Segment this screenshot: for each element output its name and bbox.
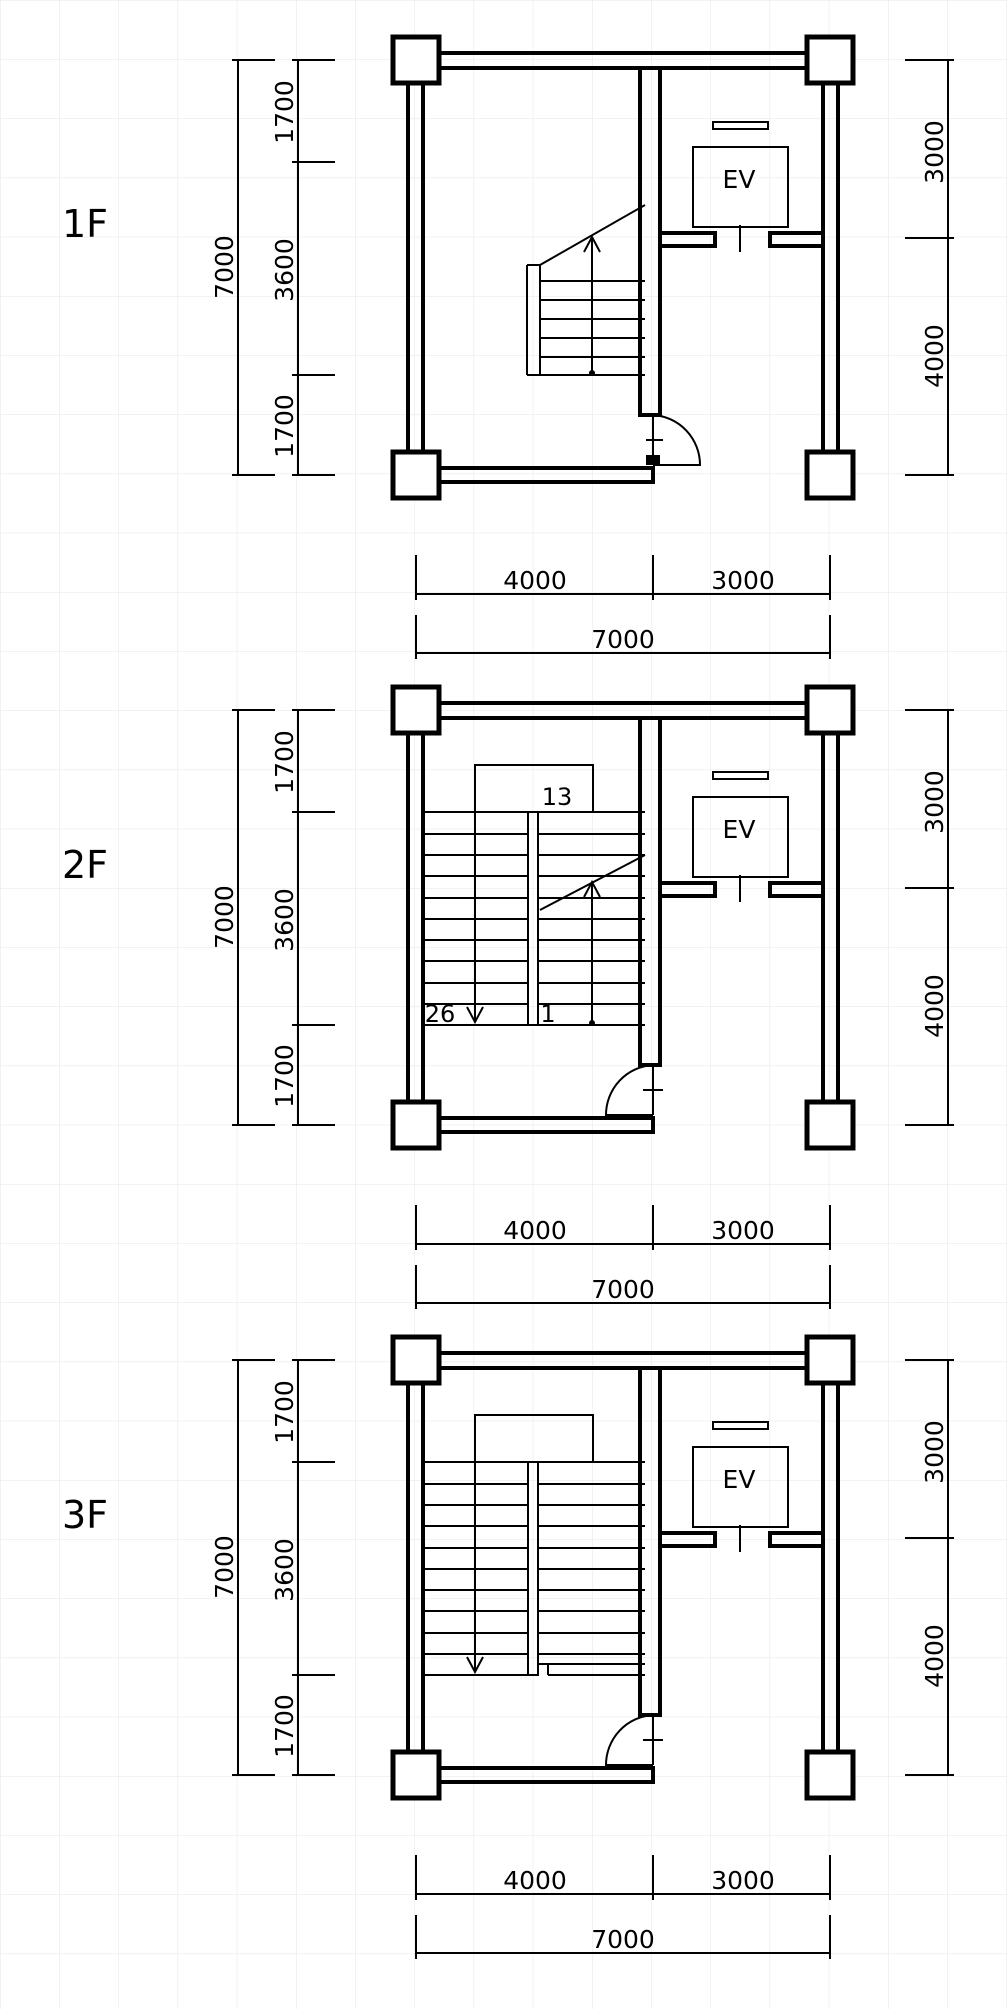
floor-label: 3F xyxy=(62,1493,108,1537)
columns xyxy=(390,684,856,1151)
bottom-dimensions xyxy=(415,1855,831,1959)
dim-bottom-left: 4000 xyxy=(503,1866,567,1895)
dim-bottom-left: 4000 xyxy=(503,1216,567,1245)
stair-arrow-down xyxy=(466,765,484,1025)
dim-left-bot: 1700 xyxy=(270,394,299,458)
elevator xyxy=(692,771,789,902)
left-dimensions xyxy=(232,59,335,476)
door xyxy=(604,1714,663,1766)
dim-bottom-right: 3000 xyxy=(711,1866,775,1895)
stair-number-top: 13 xyxy=(542,783,573,811)
door-mark xyxy=(646,455,660,465)
dim-left-mid: 3600 xyxy=(270,238,299,302)
right-dimensions xyxy=(905,1359,954,1776)
dim-left-top: 1700 xyxy=(270,1380,299,1444)
bottom-dimensions xyxy=(415,555,831,659)
stair-number-bottom-left: 26 xyxy=(425,1000,456,1028)
floor-plan-3f: 3F 7000 1700 3600 1700 3000 4000 xyxy=(62,1334,954,1959)
dim-bottom-total: 7000 xyxy=(591,1275,655,1304)
dim-left-mid: 3600 xyxy=(270,888,299,952)
right-dimensions xyxy=(905,59,954,476)
elevator xyxy=(692,1421,789,1552)
dim-right-top: 3000 xyxy=(920,1420,949,1484)
floor-plan-2f: 2F 7000 1700 3600 1700 3000 4000 xyxy=(62,684,954,1309)
stair-arrow-down xyxy=(466,1415,484,1675)
dim-bottom-right: 3000 xyxy=(711,1216,775,1245)
stair-start-dot xyxy=(589,370,595,376)
columns xyxy=(390,34,856,501)
dim-bottom-left: 4000 xyxy=(503,566,567,595)
stair-arrow-up xyxy=(583,234,601,373)
door xyxy=(604,1064,663,1116)
dim-right-bot: 4000 xyxy=(920,974,949,1038)
columns xyxy=(390,1334,856,1801)
dim-bottom-right: 3000 xyxy=(711,566,775,595)
dim-left-top: 1700 xyxy=(270,80,299,144)
dim-left-bot: 1700 xyxy=(270,1694,299,1758)
dim-right-top: 3000 xyxy=(920,770,949,834)
dim-left-total: 7000 xyxy=(210,235,239,299)
dim-bottom-total: 7000 xyxy=(591,1925,655,1954)
elevator-label: EV xyxy=(723,1465,756,1494)
dim-left-total: 7000 xyxy=(210,885,239,949)
elevator-label: EV xyxy=(723,165,756,194)
dim-bottom-total: 7000 xyxy=(591,625,655,654)
floor-label: 2F xyxy=(62,843,108,887)
elevator xyxy=(692,121,789,252)
left-dimensions xyxy=(232,709,335,1126)
stair-number-bottom-right: 1 xyxy=(540,1000,555,1028)
elevator-label: EV xyxy=(723,815,756,844)
dim-right-bot: 4000 xyxy=(920,324,949,388)
stair-arrow-up xyxy=(583,879,601,1023)
floor-label: 1F xyxy=(62,202,108,246)
dim-left-top: 1700 xyxy=(270,730,299,794)
stair-start-dot xyxy=(589,1020,595,1026)
dim-left-mid: 3600 xyxy=(270,1538,299,1602)
left-dimensions xyxy=(232,1359,335,1776)
bottom-dimensions xyxy=(415,1205,831,1309)
dim-left-total: 7000 xyxy=(210,1535,239,1599)
dim-right-bot: 4000 xyxy=(920,1624,949,1688)
dim-right-top: 3000 xyxy=(920,120,949,184)
dim-left-bot: 1700 xyxy=(270,1044,299,1108)
right-dimensions xyxy=(905,709,954,1126)
floor-plan-1f: 1F 7000 1700 3600 1700 3000 4000 xyxy=(62,34,954,659)
